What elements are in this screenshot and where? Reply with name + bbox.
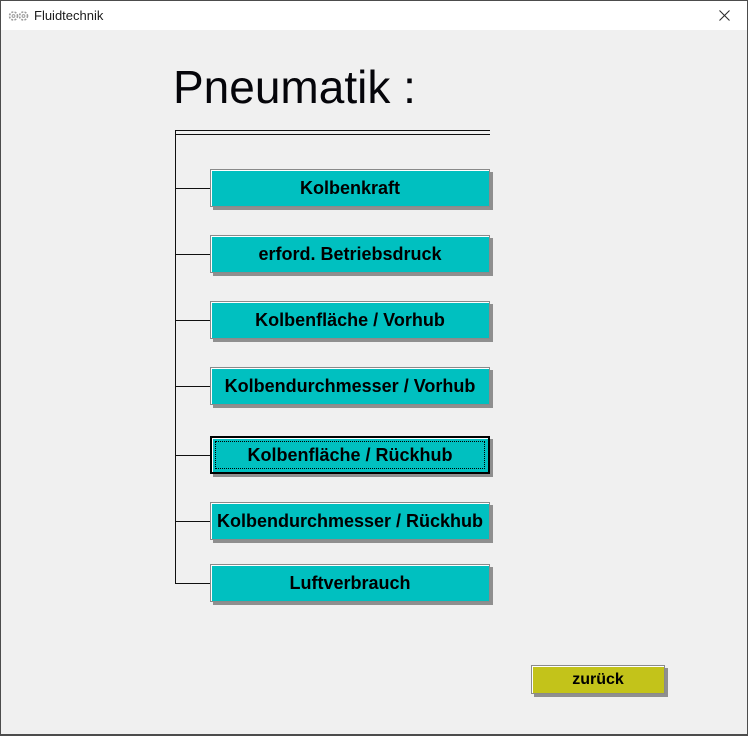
- client-area: Pneumatik : Kolbenkraft erford. Betriebs…: [1, 30, 747, 734]
- close-button[interactable]: [701, 1, 747, 30]
- menu-button-luftverbrauch[interactable]: Luftverbrauch: [210, 564, 490, 602]
- menu-button-erford-betriebsdruck[interactable]: erford. Betriebsdruck: [210, 235, 490, 273]
- page-title: Pneumatik :: [173, 61, 416, 113]
- menu-button-kolbenkraft[interactable]: Kolbenkraft: [210, 169, 490, 207]
- tree-tick: [175, 521, 211, 522]
- tree-tick: [175, 455, 211, 456]
- tree-tick: [175, 583, 211, 584]
- tree-tick: [175, 188, 211, 189]
- close-icon: [718, 10, 730, 21]
- tree-vertical-line: [175, 130, 176, 583]
- tree-tick: [175, 320, 211, 321]
- menu-button-kolbendurchmesser-rueckhub[interactable]: Kolbendurchmesser / Rückhub: [210, 502, 490, 540]
- tree-tick: [175, 254, 211, 255]
- gears-icon: [8, 9, 30, 23]
- tree-top-line-2: [175, 134, 490, 135]
- tree-tick: [175, 386, 211, 387]
- title-bar: Fluidtechnik: [1, 1, 747, 30]
- menu-button-kolbendurchmesser-vorhub[interactable]: Kolbendurchmesser / Vorhub: [210, 367, 490, 405]
- menu-button-kolbenflaeche-vorhub[interactable]: Kolbenfläche / Vorhub: [210, 301, 490, 339]
- menu-button-kolbenflaeche-rueckhub[interactable]: Kolbenfläche / Rückhub: [210, 436, 490, 474]
- back-button[interactable]: zurück: [531, 665, 665, 694]
- window-title: Fluidtechnik: [34, 8, 104, 23]
- tree-top-line-1: [175, 130, 490, 131]
